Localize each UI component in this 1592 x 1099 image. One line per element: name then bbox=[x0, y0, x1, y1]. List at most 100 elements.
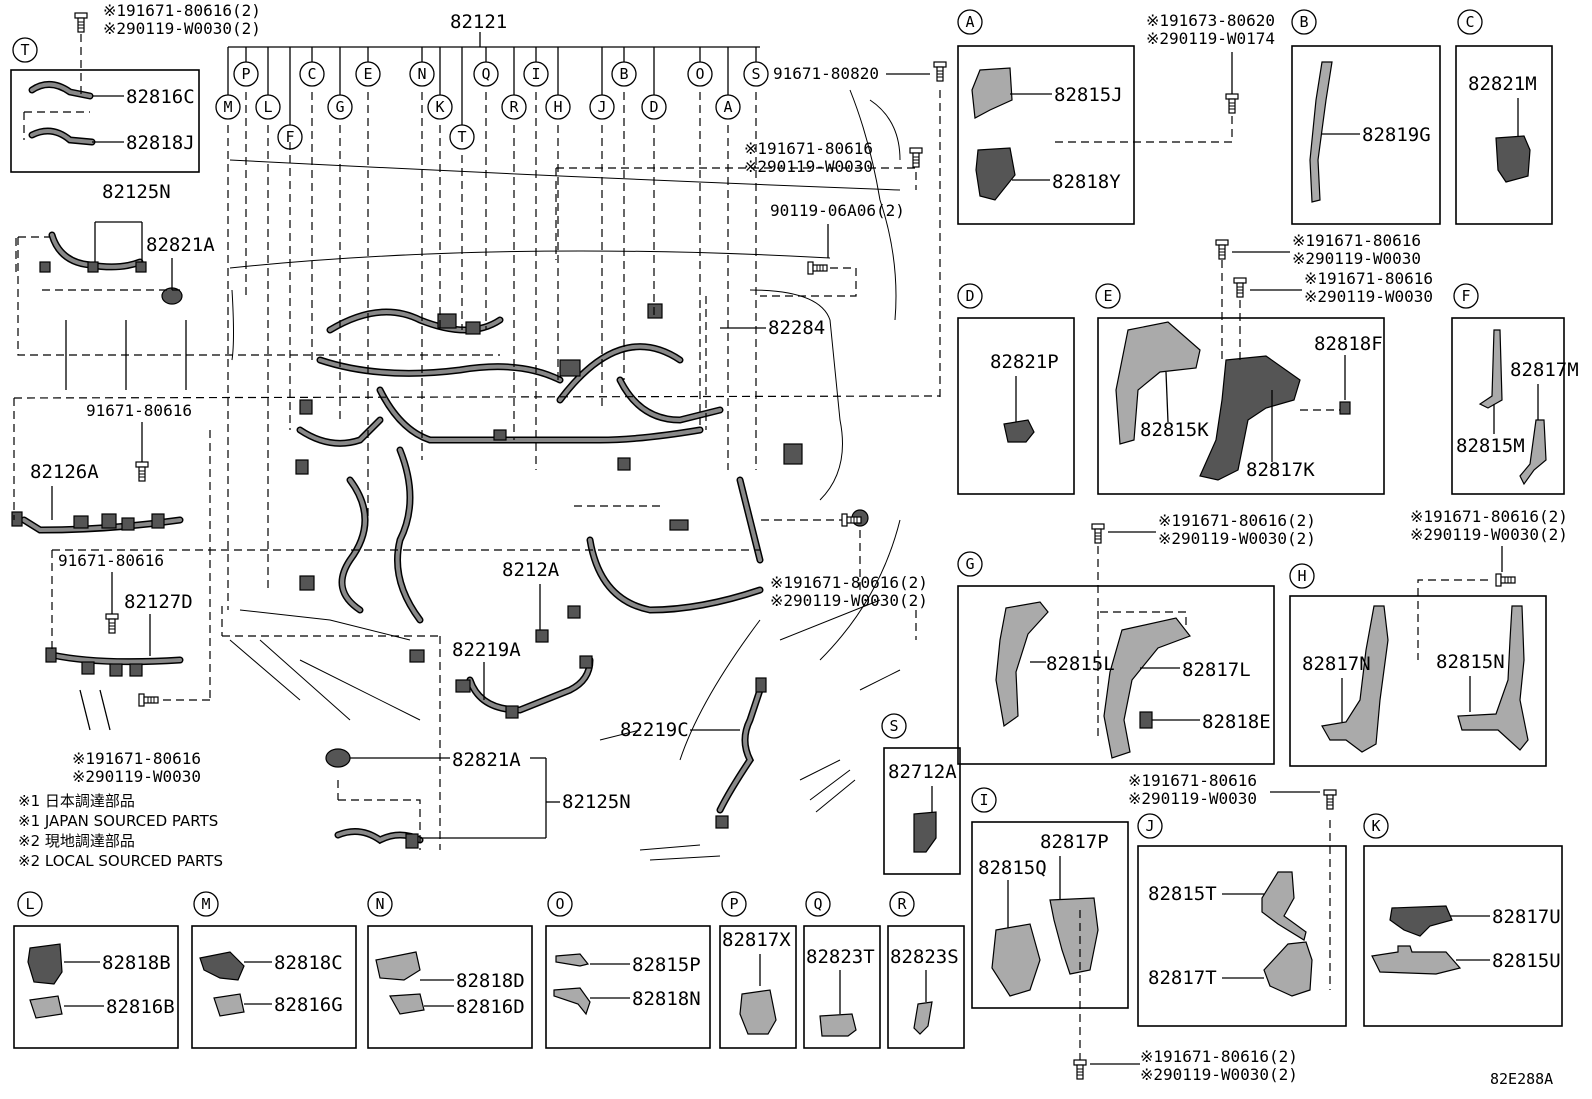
main-harness-drawing bbox=[11, 89, 941, 861]
callout-D-letter: D bbox=[965, 287, 974, 305]
bolt-icon bbox=[105, 613, 119, 634]
ref-j-top-2: ※290119-W0030 bbox=[1128, 789, 1257, 808]
ref-e-top-1: ※191671-80616 bbox=[1292, 231, 1421, 250]
callout-F-letter: F bbox=[285, 128, 294, 146]
part-82818Y: 82818Y bbox=[1052, 171, 1121, 193]
callout-P-letter: P bbox=[241, 65, 250, 83]
detail-box-M: M 82818C 82816G bbox=[191, 891, 357, 1049]
part-82818B: 82818B bbox=[102, 952, 171, 974]
part-82815J: 82815J bbox=[1054, 84, 1123, 106]
label-82816C: 82816C bbox=[126, 86, 195, 108]
callout-Q-letter: Q bbox=[813, 895, 822, 913]
ref-j-top-1: ※191671-80616 bbox=[1128, 771, 1257, 790]
part-82823S: 82823S bbox=[890, 946, 959, 968]
detail-box-H: H 82817N 82815N bbox=[1289, 563, 1547, 767]
note-1-en: ※1 JAPAN SOURCED PARTS bbox=[18, 812, 218, 830]
bolt-icon bbox=[807, 261, 828, 275]
detail-box-R: R 82823S bbox=[887, 891, 965, 1049]
ref-mid-2: ※290119-W0030 bbox=[744, 157, 873, 176]
detail-box-D: D 82821P bbox=[957, 283, 1075, 495]
part-82823T: 82823T bbox=[806, 946, 875, 968]
ref-e-top-2: ※290119-W0030 bbox=[1292, 249, 1421, 268]
part-82817P: 82817P bbox=[1040, 831, 1109, 853]
detail-box-B: B 82819G bbox=[1291, 9, 1441, 225]
note-2-en: ※2 LOCAL SOURCED PARTS bbox=[18, 852, 223, 870]
detail-box-K: K 82817U 82815U bbox=[1363, 813, 1563, 1027]
ref-b-top-1: ※191673-80620 bbox=[1146, 11, 1275, 30]
callout-K-letter: K bbox=[1371, 817, 1380, 835]
callout-I-letter: I bbox=[531, 65, 540, 83]
part-82816G: 82816G bbox=[274, 994, 343, 1016]
callout-G-letter: G bbox=[965, 555, 974, 573]
part-82817K: 82817K bbox=[1246, 459, 1315, 481]
ref-mid-1: ※191671-80616 bbox=[744, 139, 873, 158]
detail-box-N: N 82818D 82816D bbox=[367, 891, 533, 1049]
callout-L-letter: L bbox=[263, 98, 272, 116]
detail-box-L: L 82818B 82816B bbox=[13, 891, 179, 1049]
ref-t-top-1: ※191671-80616(2) bbox=[103, 1, 261, 20]
callout-E-letter: E bbox=[363, 65, 372, 83]
part-82815K: 82815K bbox=[1140, 419, 1209, 441]
callout-H-circle bbox=[545, 94, 571, 120]
detail-box-T: T 82816C 82818J bbox=[10, 37, 200, 173]
callout-D-letter: D bbox=[649, 98, 658, 116]
part-82816B: 82816B bbox=[106, 996, 175, 1018]
callout-R-letter: R bbox=[509, 98, 519, 116]
part-82815U: 82815U bbox=[1492, 950, 1561, 972]
callout-R-letter: R bbox=[897, 895, 907, 913]
ref-t-top-2: ※290119-W0030(2) bbox=[103, 19, 261, 38]
part-82817T: 82817T bbox=[1148, 967, 1217, 989]
callout-P-letter: P bbox=[729, 895, 738, 913]
part-82817N: 82817N bbox=[1302, 653, 1371, 675]
callout-H-letter: H bbox=[553, 98, 562, 116]
detail-box-I: I 82817P 82815Q bbox=[971, 787, 1129, 1060]
callout-F-letter: F bbox=[1461, 287, 1470, 305]
part-82818N: 82818N bbox=[632, 988, 701, 1010]
callout-T-letter: T bbox=[20, 41, 29, 59]
callout-A-circle bbox=[715, 94, 741, 120]
detail-box-F: F 82817M 82815M bbox=[1451, 283, 1579, 495]
note-2-jp: ※2 現地調達部品 bbox=[18, 832, 135, 850]
bolt-icon bbox=[135, 461, 149, 482]
callout-D-circle bbox=[641, 94, 667, 120]
note-1-jp: ※1 日本調達部品 bbox=[18, 792, 135, 810]
callout-S-letter: S bbox=[889, 717, 898, 735]
part-82817L: 82817L bbox=[1182, 659, 1251, 681]
callout-S-letter: S bbox=[751, 65, 760, 83]
part-82815T: 82815T bbox=[1148, 883, 1217, 905]
bolt-icon bbox=[933, 61, 947, 82]
bolt-icon bbox=[1233, 277, 1247, 298]
bolt-icon bbox=[909, 147, 923, 168]
callout-H-letter: H bbox=[1297, 567, 1306, 585]
label-82125N-top: 82125N bbox=[102, 181, 171, 203]
detail-box-J: J 82815T 82817T bbox=[1137, 813, 1347, 1027]
callout-E-circle bbox=[355, 61, 381, 87]
part-82815M: 82815M bbox=[1456, 435, 1525, 457]
ref-center-2: ※290119-W0030(2) bbox=[770, 591, 928, 610]
ref-b-top-2: ※290119-W0174 bbox=[1146, 29, 1275, 48]
ref-center-1: ※191671-80616(2) bbox=[770, 573, 928, 592]
ref-left-bolt-a: 91671-80616 bbox=[86, 401, 192, 420]
ref-e-top-3: ※191671-80616 bbox=[1304, 269, 1433, 288]
label-82219C: 82219C bbox=[620, 719, 689, 741]
callout-A-letter: A bbox=[723, 98, 732, 116]
detail-box-E: E 82818F 82815K 82817K bbox=[1095, 260, 1385, 495]
part-82817X: 82817X bbox=[722, 929, 791, 951]
callout-N-letter: N bbox=[417, 65, 426, 83]
part-82815P: 82815P bbox=[632, 954, 701, 976]
callout-Q-circle bbox=[473, 61, 499, 87]
detail-box-S: S 82712A bbox=[881, 713, 961, 875]
bolt-icon bbox=[74, 12, 88, 33]
callout-I-letter: I bbox=[979, 791, 988, 809]
callout-L-letter: L bbox=[25, 895, 34, 913]
callout-B-circle bbox=[611, 61, 637, 87]
bolt-icon bbox=[1225, 93, 1239, 114]
detail-box-G: G 82815L 82817L 82818E bbox=[957, 551, 1275, 765]
callout-O-letter: O bbox=[555, 895, 564, 913]
ref-lower-left-1: ※191671-80616 bbox=[72, 749, 201, 768]
ref-e-top-4: ※290119-W0030 bbox=[1304, 287, 1433, 306]
detail-box-O: O 82815P 82818N bbox=[545, 891, 711, 1049]
callout-S-circle bbox=[743, 61, 769, 87]
